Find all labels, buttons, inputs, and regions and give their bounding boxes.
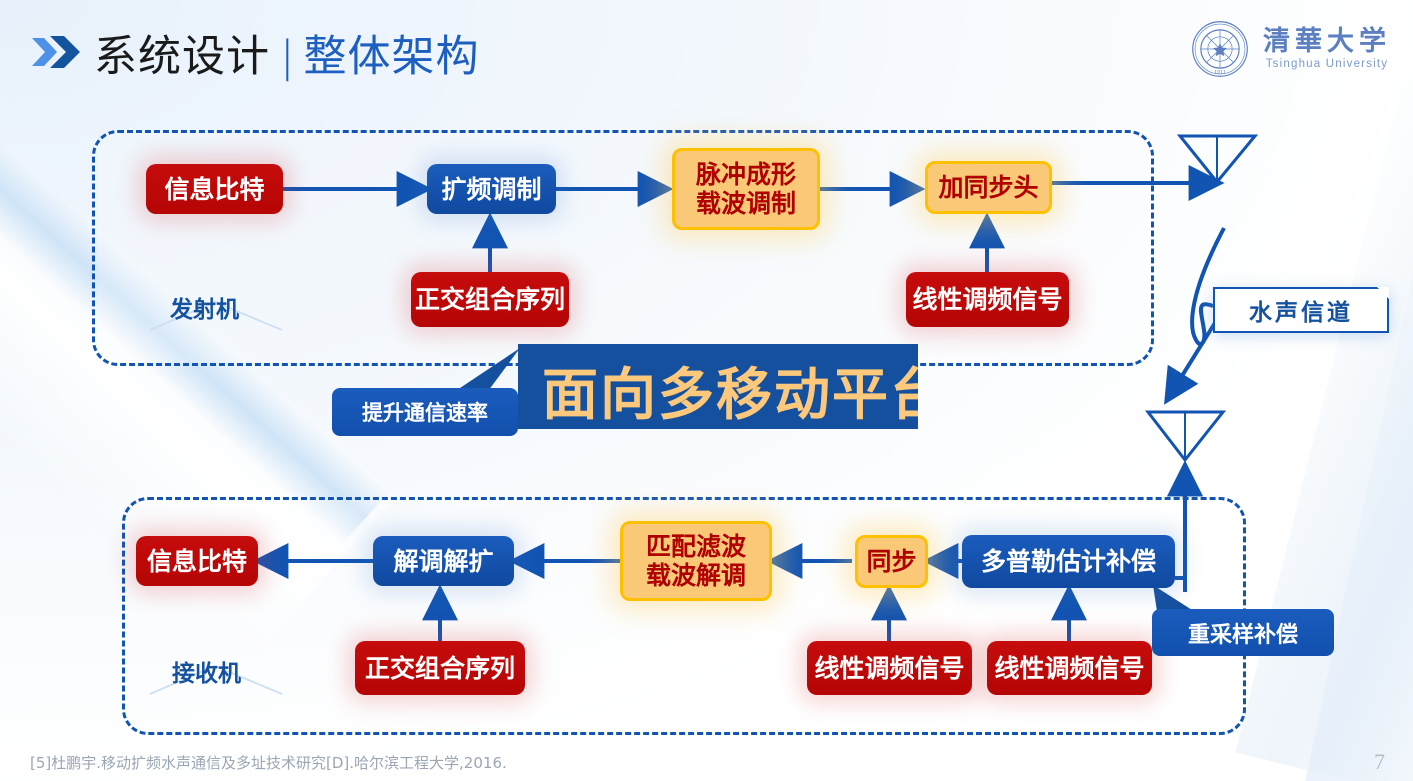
block-tx-pulse-shaping[interactable]: 脉冲成形 载波调制 xyxy=(672,148,820,230)
callout-resampling-compensation[interactable]: 重采样补偿 xyxy=(1152,609,1334,656)
block-rx-chirp-signal-2[interactable]: 线性调频信号 xyxy=(987,641,1152,695)
wire-channel-down xyxy=(1164,316,1220,405)
antenna-triangle-icon-top xyxy=(1176,134,1259,185)
logo-en-name: Tsinghua University xyxy=(1265,58,1389,71)
decorative-streak xyxy=(1235,14,1413,781)
overlay-banner: 面向多移动平台通 xyxy=(518,344,918,429)
block-label-line1: 匹配滤波 xyxy=(645,532,746,561)
logo-cn-name: 清華大学 xyxy=(1263,25,1391,57)
block-rx-chirp-signal-1[interactable]: 线性调频信号 xyxy=(807,641,972,695)
slide-header: 系统设计|整体架构 1911 清華大学 Tsinghua Universi xyxy=(0,0,1413,100)
transmitter-group-label: 发射机 xyxy=(170,297,239,323)
block-tx-chirp-signal[interactable]: 线性调频信号 xyxy=(906,272,1069,327)
block-rx-matched-filter[interactable]: 匹配滤波 载波解调 xyxy=(620,521,772,601)
block-rx-doppler-compensation[interactable]: 多普勒估计补偿 xyxy=(962,535,1175,588)
antenna-triangle-icon-bottom xyxy=(1144,410,1227,463)
page-title: 系统设计|整体架构 xyxy=(94,22,480,84)
block-label-line2: 载波调制 xyxy=(695,189,796,218)
block-rx-sync[interactable]: 同步 xyxy=(855,535,928,588)
block-tx-add-sync-header[interactable]: 加同步头 xyxy=(925,161,1052,214)
overlay-banner-text: 面向多移动平台通 xyxy=(542,363,918,428)
block-rx-demod-despread[interactable]: 解调解扩 xyxy=(373,536,514,586)
footnote-citation: [5]杜鹏宇.移动扩频水声通信及多址技术研究[D].哈尔滨工程大学,2016. xyxy=(30,754,507,772)
block-rx-info-bits[interactable]: 信息比特 xyxy=(136,536,258,586)
channel-label-text: 水声信道 xyxy=(1249,300,1353,326)
block-label-line2: 载波解调 xyxy=(645,561,746,590)
page-number: 7 xyxy=(1374,749,1385,774)
block-rx-orthogonal-sequence[interactable]: 正交组合序列 xyxy=(355,641,525,695)
tsinghua-logo: 1911 清華大学 Tsinghua University xyxy=(1191,18,1391,80)
callout-improve-rate[interactable]: 提升通信速率 xyxy=(332,388,518,436)
block-tx-info-bits[interactable]: 信息比特 xyxy=(146,164,283,214)
page-title-main: 系统设计 xyxy=(94,32,270,82)
block-label-line1: 脉冲成形 xyxy=(695,160,796,189)
tsinghua-seal-icon: 1911 xyxy=(1192,21,1248,77)
page-title-separator: | xyxy=(280,32,296,82)
decorative-streak xyxy=(1301,111,1413,781)
double-chevron-right-icon xyxy=(32,36,80,68)
svg-text:1911: 1911 xyxy=(1214,69,1226,75)
block-tx-orthogonal-sequence[interactable]: 正交组合序列 xyxy=(411,272,569,327)
channel-label-box: 水声信道 xyxy=(1213,287,1389,333)
receiver-group-label: 接收机 xyxy=(172,661,241,687)
block-tx-spread-mod[interactable]: 扩频调制 xyxy=(427,164,556,214)
page-title-sub: 整体架构 xyxy=(303,32,480,82)
